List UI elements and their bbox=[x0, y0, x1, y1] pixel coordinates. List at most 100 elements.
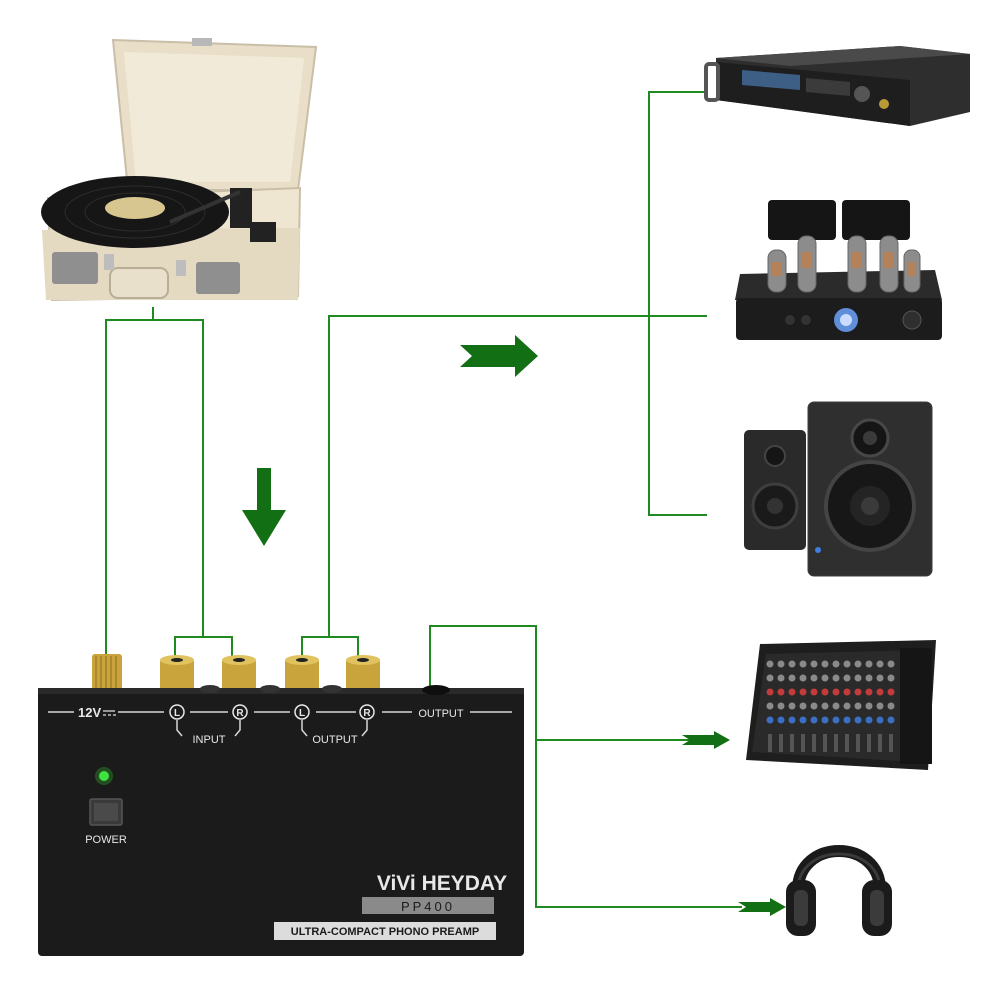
mixer-knob bbox=[854, 674, 862, 682]
mixer-knob bbox=[766, 688, 774, 696]
mixer-fader bbox=[878, 734, 882, 752]
mixer-knob bbox=[788, 702, 796, 710]
mixer-knob bbox=[876, 702, 884, 710]
mixer-knob bbox=[788, 660, 796, 668]
mixer-fader bbox=[779, 734, 783, 752]
power-led bbox=[99, 771, 109, 781]
mixer-fader bbox=[856, 734, 860, 752]
line-output-bracket bbox=[301, 636, 359, 660]
mixer-knob bbox=[777, 688, 785, 696]
mixer-knob bbox=[843, 674, 851, 682]
input-left-rca-jack[interactable] bbox=[160, 655, 194, 692]
input-right-rca-jack[interactable] bbox=[222, 655, 256, 692]
connection-lines bbox=[105, 91, 742, 908]
mixer-fader bbox=[823, 734, 827, 752]
mixer-knob bbox=[876, 660, 884, 668]
mixer-fader bbox=[812, 734, 816, 752]
mixer-knob bbox=[865, 674, 873, 682]
mixer-knob bbox=[865, 660, 873, 668]
mixer-knob bbox=[843, 716, 851, 724]
brand-logo: ViVi HEYDAY bbox=[377, 872, 507, 895]
line-output-to-amp bbox=[328, 315, 707, 637]
mixer-knob bbox=[887, 702, 895, 710]
mixer-knob bbox=[788, 688, 796, 696]
mixer-knob bbox=[821, 702, 829, 710]
mixer-knob bbox=[777, 674, 785, 682]
mixer-knob bbox=[777, 660, 785, 668]
mixer-fader bbox=[801, 734, 805, 752]
mixer-knob bbox=[865, 702, 873, 710]
line-input-bracket bbox=[174, 636, 233, 660]
power-button[interactable] bbox=[89, 798, 123, 826]
power-input-label: 12V bbox=[78, 705, 101, 720]
mixer-knob bbox=[887, 688, 895, 696]
mixer-knob bbox=[799, 688, 807, 696]
phono-preamp: 12V L R L R OUTPUT INPUT OUTPUT POWER Vi… bbox=[38, 654, 524, 956]
mixer-knob bbox=[810, 674, 818, 682]
output-group-label: OUTPUT bbox=[312, 734, 358, 746]
output-left-rca-jack[interactable] bbox=[285, 655, 319, 692]
headphone-output-jack bbox=[422, 685, 450, 695]
mixer-knob bbox=[832, 716, 840, 724]
mixer-fader bbox=[889, 734, 893, 752]
mixer-knob bbox=[865, 688, 873, 696]
model-name: PP400 bbox=[401, 899, 455, 914]
audio-mixer-icon bbox=[746, 640, 936, 770]
output-right-label: R bbox=[363, 708, 371, 719]
mixer-knob bbox=[766, 702, 774, 710]
mixer-knob bbox=[876, 688, 884, 696]
mixer-knob bbox=[832, 674, 840, 682]
arrow-right-small-icon bbox=[738, 898, 786, 916]
output-left-label: L bbox=[299, 708, 305, 719]
mixer-knob bbox=[810, 688, 818, 696]
input-group-label: INPUT bbox=[193, 734, 226, 746]
av-receiver-icon bbox=[704, 46, 970, 126]
dc-power-jack[interactable] bbox=[92, 654, 122, 690]
turntable-icon bbox=[41, 38, 318, 302]
mixer-knob bbox=[821, 660, 829, 668]
mixer-knob bbox=[887, 660, 895, 668]
mixer-knob bbox=[832, 702, 840, 710]
mixer-fader bbox=[768, 734, 772, 752]
mixer-fader bbox=[867, 734, 871, 752]
mixer-fader bbox=[834, 734, 838, 752]
line-branch-receiver-speakers bbox=[648, 91, 707, 516]
output-jack-label: OUTPUT bbox=[418, 708, 464, 720]
mixer-knob bbox=[854, 702, 862, 710]
mixer-knob bbox=[788, 716, 796, 724]
mixer-knob bbox=[777, 702, 785, 710]
mixer-knob bbox=[766, 716, 774, 724]
line-output-jack bbox=[429, 625, 742, 908]
mixer-knob bbox=[799, 716, 807, 724]
mixer-knob bbox=[821, 688, 829, 696]
mixer-knob bbox=[799, 702, 807, 710]
output-right-rca-jack[interactable] bbox=[346, 655, 380, 692]
mixer-knob bbox=[777, 716, 785, 724]
line-turntable-to-power bbox=[105, 307, 154, 655]
mixer-knob bbox=[843, 660, 851, 668]
headphones-icon bbox=[786, 845, 892, 936]
line-turntable-to-input bbox=[153, 319, 204, 637]
product-tagline: ULTRA-COMPACT PHONO PREAMP bbox=[291, 926, 479, 938]
mixer-knob bbox=[854, 688, 862, 696]
mixer-fader bbox=[790, 734, 794, 752]
mixer-knob bbox=[810, 716, 818, 724]
arrow-down-icon bbox=[242, 468, 286, 546]
mixer-knob bbox=[854, 660, 862, 668]
mixer-knob bbox=[876, 716, 884, 724]
mixer-knob bbox=[821, 716, 829, 724]
mixer-knob bbox=[788, 674, 796, 682]
mixer-knob bbox=[810, 702, 818, 710]
bookshelf-speakers-icon bbox=[744, 401, 933, 577]
mixer-knob bbox=[876, 674, 884, 682]
mixer-knob bbox=[865, 716, 873, 724]
power-button-label: POWER bbox=[85, 834, 127, 846]
arrow-right-icon bbox=[460, 335, 538, 377]
mixer-knob bbox=[832, 688, 840, 696]
model-plate bbox=[362, 897, 494, 914]
mixer-knob bbox=[887, 674, 895, 682]
mixer-knob bbox=[832, 660, 840, 668]
mixer-knob bbox=[854, 716, 862, 724]
mixer-knob bbox=[810, 660, 818, 668]
